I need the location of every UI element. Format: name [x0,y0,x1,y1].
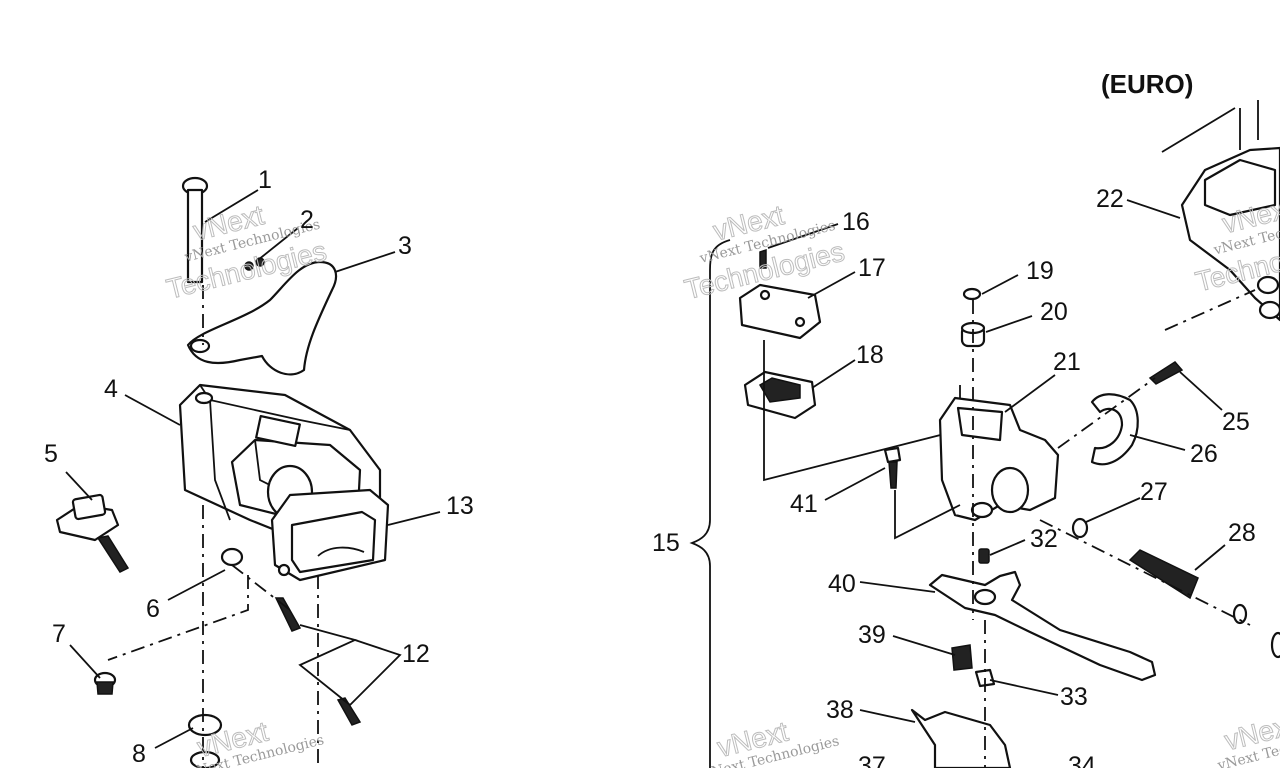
master-cylinder-part-21 [938,396,1060,522]
bracket-part-3 [186,260,338,376]
watermark-right-bottom: vNext vNext Technologies [1215,708,1280,768]
callout-1: 1 [258,166,272,194]
callout-21: 21 [1053,348,1081,376]
washer-part-6 [220,547,244,567]
right-assembly [689,100,1280,768]
screws-part-12 [274,597,362,726]
brace-part-15 [689,239,731,768]
washer-part-19 [962,287,982,301]
watermark-mid-top: vNext vNext Technologies Technologies [681,199,848,306]
washer-part-27 [1071,517,1089,539]
washer-part-8 [187,713,223,768]
grommet-part-7 [93,671,117,695]
callout-2: 2 [300,206,314,234]
callout-22: 22 [1096,185,1124,213]
callout-18: 18 [856,341,884,369]
callout-34: 34 [1068,752,1096,768]
callout-28: 28 [1228,519,1256,547]
callout-15: 15 [652,529,680,557]
callout-26: 26 [1190,440,1218,468]
callout-3: 3 [398,232,412,260]
euro-heading: (EURO) [1101,69,1193,99]
callout-20: 20 [1040,298,1068,326]
watermark-left-bottom: vNext vNext Technologies [186,715,326,768]
callout-37: 37 [858,752,886,768]
callout-17: 17 [858,254,886,282]
callout-32: 32 [1030,525,1058,553]
switch-part-38 [910,708,1012,768]
clamp-part-26 [1090,393,1139,466]
plug-part-5 [55,493,130,573]
callout-39: 39 [858,621,886,649]
callout-12: 12 [402,640,430,668]
callout-41: 41 [790,490,818,518]
callout-6: 6 [146,595,160,623]
watermark-mid-bottom: vNext vNext Technologies [701,715,841,768]
callout-5: 5 [44,440,58,468]
callout-8: 8 [132,740,146,768]
callout-7: 7 [52,620,66,648]
left-assembly [55,176,441,768]
callout-33: 33 [1060,683,1088,711]
callout-40: 40 [828,570,856,598]
callout-16: 16 [842,208,870,236]
diaphragm-part-18 [743,370,817,420]
euro-housing-part-22 [1180,146,1280,322]
callout-38: 38 [826,696,854,724]
screw-part-2 [244,257,265,271]
cover-part-13 [270,488,390,582]
cap-part-17 [738,283,822,340]
callout-13: 13 [446,492,474,520]
callout-25: 25 [1222,408,1250,436]
bolt-part-41 [883,446,902,489]
callout-19: 19 [1026,257,1054,285]
bolt-part-1 [181,176,209,284]
callout-27: 27 [1140,478,1168,506]
callout-4: 4 [104,375,118,403]
